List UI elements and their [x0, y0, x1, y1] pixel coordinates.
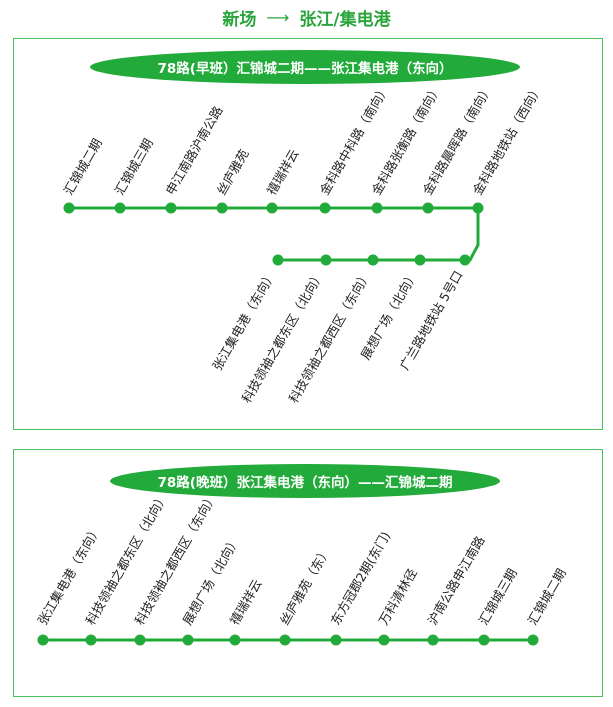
stop-dot: [165, 202, 177, 214]
stop-dot: [85, 634, 97, 646]
morning-route-title: 78路(早班）汇锦城二期——张江集电港（东向）: [90, 50, 520, 84]
stop-dot: [459, 254, 471, 266]
stop-dot: [266, 202, 278, 214]
stop-dot: [134, 634, 146, 646]
evening-route-title: 78路(晚班）张江集电港（东向）——汇锦城二期: [110, 464, 500, 498]
stop-dot: [367, 254, 379, 266]
stop-dot: [378, 634, 390, 646]
stop-dot: [371, 202, 383, 214]
stop-dot: [320, 254, 332, 266]
stop-label: 禧瑞祥云: [264, 147, 302, 198]
stop-label: 汇锦城三期: [476, 566, 520, 628]
stop-label: 丝庐雅苑: [214, 146, 252, 197]
stop-dot: [527, 634, 539, 646]
route-header: 新场 ⟶ 张江/集电港: [0, 4, 613, 30]
stop-dot: [422, 202, 434, 214]
route-line-connector: [468, 243, 480, 262]
stop-label: 禧瑞祥云: [227, 577, 265, 628]
stop-dot: [414, 254, 426, 266]
stop-dot: [216, 202, 228, 214]
stop-dot: [114, 202, 126, 214]
arrow-right-icon: ⟶: [266, 7, 290, 27]
stop-dot: [272, 254, 284, 266]
header-destination: 张江/集电港: [299, 9, 391, 30]
stop-dot: [63, 202, 75, 214]
stop-dot: [478, 634, 490, 646]
stop-dot: [427, 634, 439, 646]
stop-label: 科技领袖之都东区（北向）: [239, 268, 327, 405]
stop-label: 万科清林径: [376, 566, 420, 628]
stop-dot: [319, 202, 331, 214]
stop-label: 科技领袖之都西区（东向）: [286, 268, 374, 405]
stop-label: 汇锦城二期: [61, 136, 105, 198]
stop-label: 丝庐雅苑（东）: [277, 544, 334, 627]
stop-dot: [182, 634, 194, 646]
stop-label: 汇锦城二期: [525, 566, 569, 628]
stop-dot: [279, 634, 291, 646]
header-origin: 新场: [222, 9, 257, 30]
stop-dot: [330, 634, 342, 646]
morning-panel: [13, 38, 603, 430]
stop-dot: [229, 634, 241, 646]
evening-panel: [13, 449, 603, 697]
stop-dot: [37, 634, 49, 646]
stop-label: 汇锦城三期: [112, 136, 156, 198]
stop-label: 科技领袖之都东区（北向）: [83, 490, 171, 627]
